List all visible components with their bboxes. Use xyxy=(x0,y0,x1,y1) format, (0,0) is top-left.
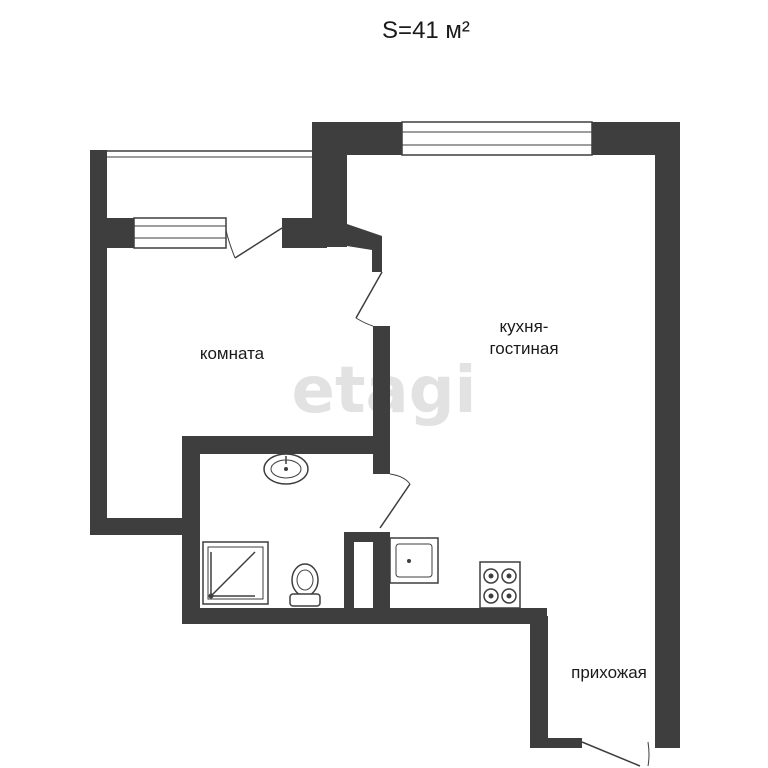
area-title: S=41 м² xyxy=(382,17,470,44)
windows xyxy=(107,121,593,249)
walls xyxy=(90,122,680,748)
sink-icon xyxy=(263,453,309,485)
kitchen-label-line1: кухня- xyxy=(500,317,549,336)
shower-icon xyxy=(202,541,269,605)
toilet-icon xyxy=(289,563,321,607)
hallway-label: прихожая xyxy=(571,663,647,682)
kitchen-sink-icon xyxy=(389,537,439,584)
doors xyxy=(225,227,650,767)
stove-icon xyxy=(479,561,521,609)
kitchen-label-line2: гостиная xyxy=(489,339,558,358)
room-label: комната xyxy=(200,344,265,363)
